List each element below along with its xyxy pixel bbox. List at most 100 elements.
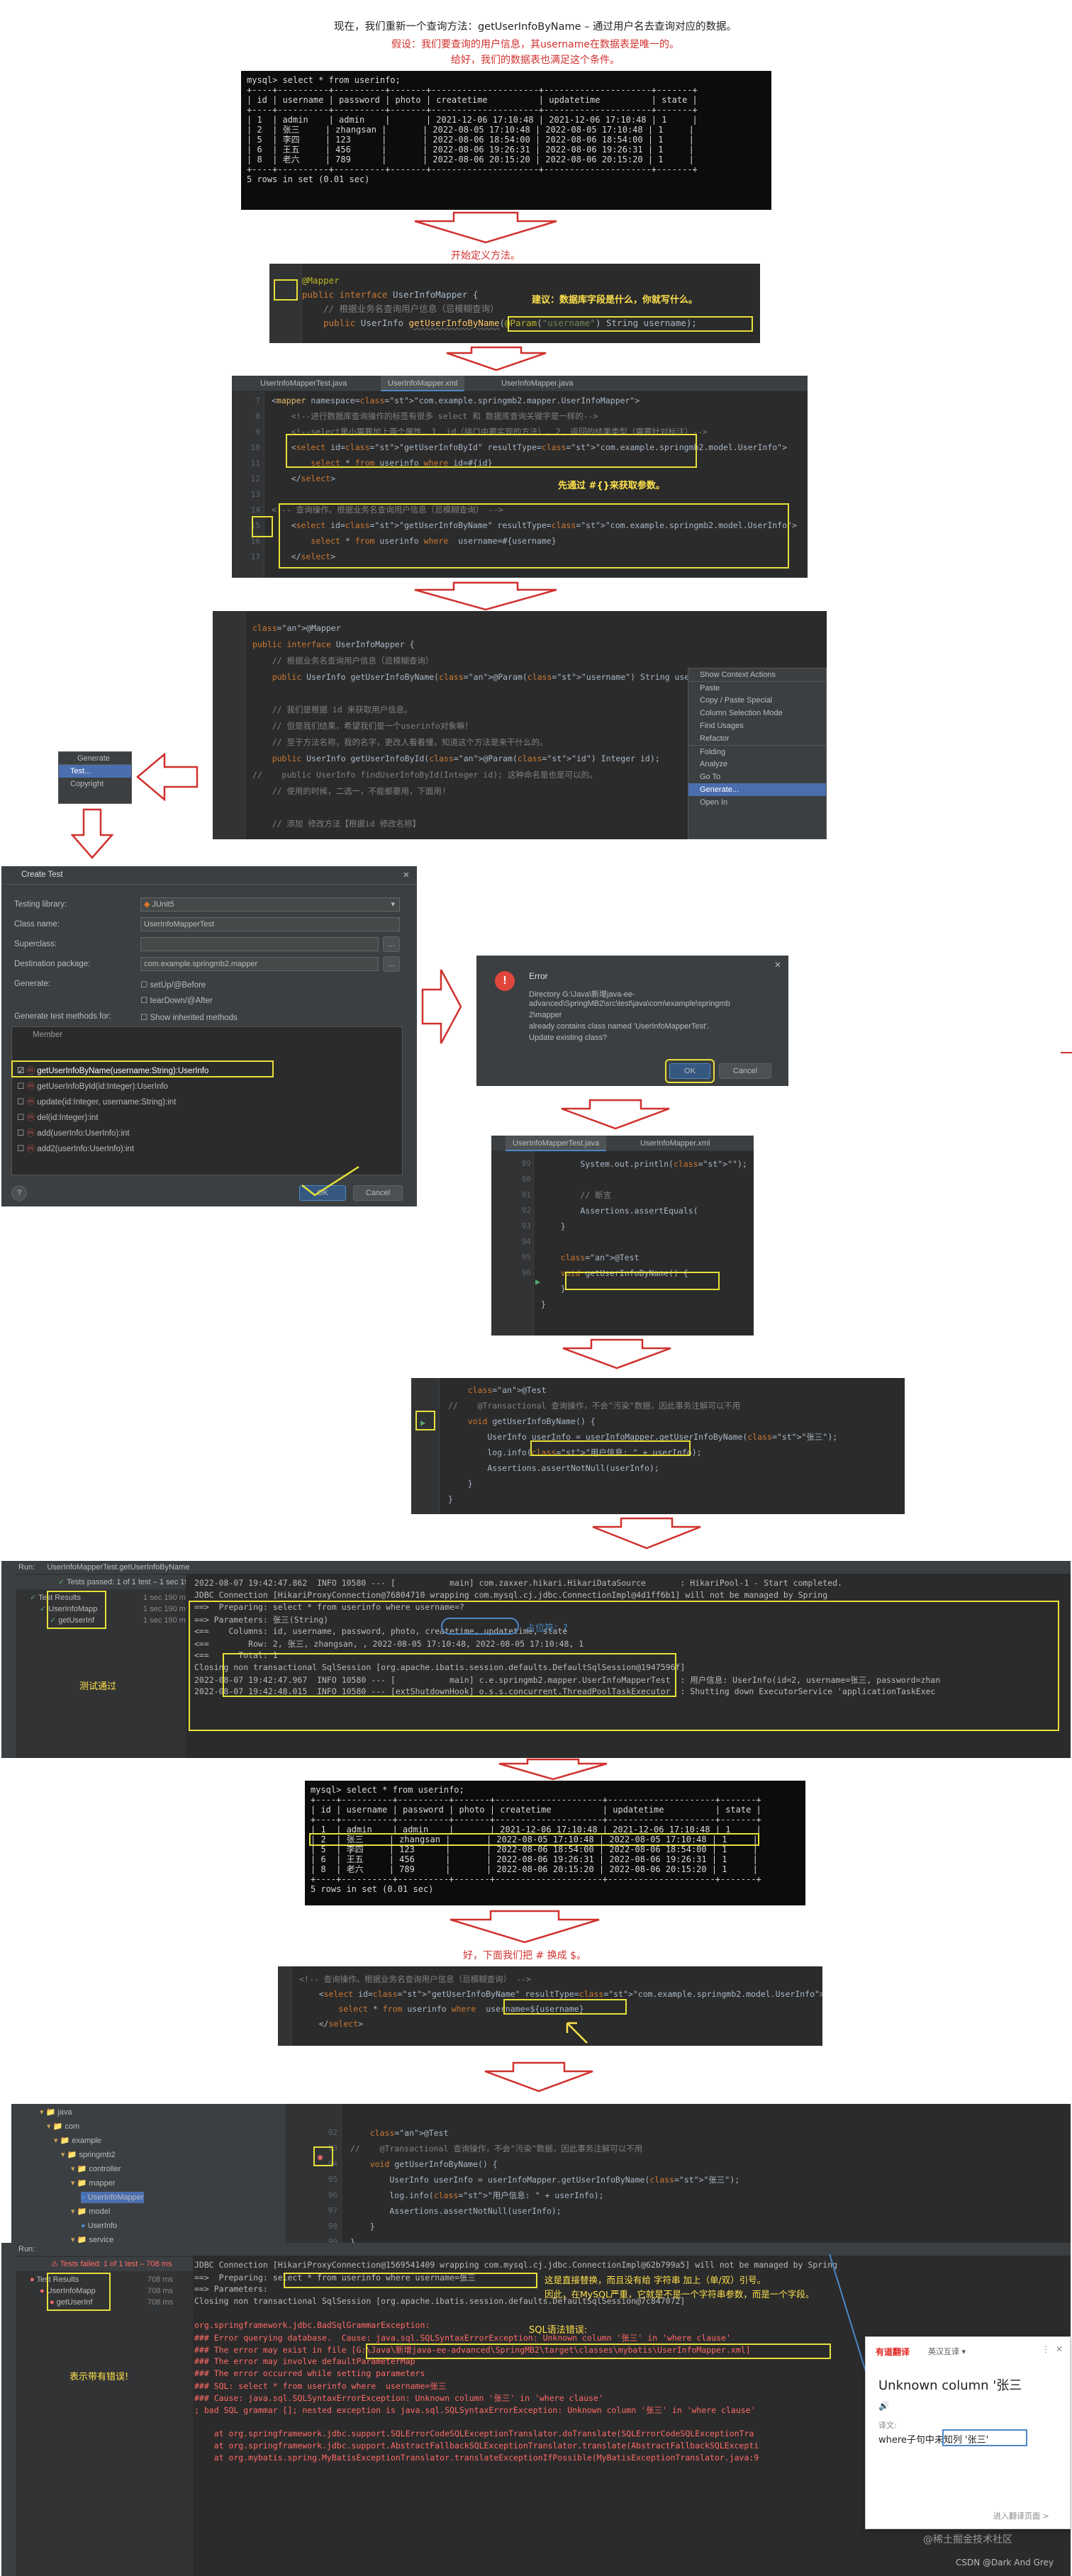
project-tree-item[interactable]: ▾ 📁 service	[71, 2236, 114, 2244]
log-line: org.springframework.jdbc.BadSqlGrammarEx…	[194, 2320, 430, 2330]
run-panel-1: Run: UserInfoMapperTest.getUserInfoByNam…	[1, 1561, 1071, 1758]
project-tree-item[interactable]: ▾ 📁 com	[47, 2122, 80, 2131]
method-checkbox-item[interactable]: ☐ ⓜ update(id:Integer, username:String):…	[17, 1098, 177, 1107]
tab-mapper-java[interactable]: UserInfoMapper.java	[501, 379, 574, 388]
table-line: mysql> select * from userinfo;	[311, 1785, 464, 1795]
edge-mark	[1061, 1052, 1072, 1053]
context-menu-item[interactable]: Paste	[688, 681, 826, 694]
close-icon[interactable]: ✕	[774, 961, 781, 970]
project-tree-item[interactable]: ▾ 📁 mapper	[71, 2179, 116, 2188]
folder-icon: ▾ 📁	[71, 2207, 89, 2216]
superclass-input[interactable]	[140, 937, 379, 951]
log-line: 2022-08-07 19:42:47.862 INFO 10580 --- […	[194, 1578, 842, 1588]
step2-caption: 好，下面我们把 # 换成 $。	[463, 1950, 586, 1961]
line-number: 12	[250, 474, 260, 483]
tab-mapper-xml[interactable]: UserInfoMapper.xml	[640, 1139, 710, 1148]
intro-line1: 现在，我们重新一个查询方法：getUserInfoByName – 通过用户名去…	[333, 21, 737, 33]
close-icon[interactable]: ✕	[403, 871, 410, 880]
code-line: System.out.println(class="st">"");	[541, 1159, 747, 1169]
code-line: </select>	[299, 2019, 364, 2029]
assert-highlight	[530, 1440, 691, 1456]
line-number: 97	[328, 2206, 337, 2215]
inherited-checkbox[interactable]: ☐ Show inherited methods	[140, 1014, 238, 1022]
help-button[interactable]: ?	[11, 1185, 27, 1201]
generate-menu: Generate Test... Copyright	[58, 751, 132, 804]
method-checkbox-item[interactable]: ☐ ⓜ add2(userInfo:UserInfo):int	[17, 1145, 135, 1153]
tab-mapper-xml[interactable]: UserInfoMapper.xml	[381, 376, 465, 391]
teardown-checkbox[interactable]: ☐ tearDown/@After	[140, 997, 213, 1005]
context-menu-item[interactable]: Find Usages	[700, 722, 744, 730]
menu-item-test[interactable]: Test...	[59, 765, 131, 778]
destination-package-input[interactable]: com.example.springmb2.mapper	[140, 957, 379, 971]
ok-button[interactable]: OK	[669, 1063, 710, 1079]
watermark-csdn: CSDN @Dark And Grey	[956, 2558, 1054, 2567]
log-line: JDBC Connection [HikariProxyConnection@7…	[194, 1590, 828, 1600]
project-tree-item[interactable]: ▾ 📁 java	[40, 2108, 72, 2117]
folder-icon: ▾ 📁	[47, 2122, 65, 2131]
log-line: 2022-08-07 19:42:47.967 INFO 10580 --- […	[194, 1675, 941, 1685]
context-menu-item[interactable]: Refactor	[700, 734, 730, 743]
test-results-node[interactable]: ✓ Test Results	[30, 1594, 81, 1602]
cancel-button[interactable]: Cancel	[719, 1063, 771, 1079]
line-number: 92	[521, 1206, 531, 1215]
run-tab[interactable]: UserInfoMapperTest.getUserInfoByName	[47, 1563, 190, 1572]
new-select-highlight	[279, 503, 789, 569]
context-menu-item[interactable]: Generate...	[688, 783, 826, 796]
test-tree: ⚠ Tests failed: 1 of 1 test – 708 ms ● T…	[16, 2256, 193, 2576]
code-line: </select>	[272, 474, 336, 483]
context-menu-item[interactable]: Go To	[700, 773, 721, 781]
tab-mapper-test[interactable]: UserInfoMapperTest.java	[506, 1136, 607, 1151]
code-line: }	[448, 1494, 453, 1504]
project-tree-item[interactable]: ▾ 📁 example	[54, 2137, 101, 2145]
testing-library-select[interactable]: ◆ JUnit5▾	[140, 897, 400, 912]
translate-result: where子句中未知列 '张三'	[878, 2435, 989, 2446]
code-line: log.info(class="st">"用户信息: " + userInfo)…	[350, 2190, 604, 2200]
translate-lang-select[interactable]: 英汉互译 ▾	[928, 2347, 966, 2356]
speaker-icon[interactable]: 🔊	[878, 2401, 889, 2411]
package-browse-button[interactable]: …	[383, 956, 400, 972]
run-gutter-icon[interactable]: ▶	[535, 1277, 541, 1287]
context-menu-item[interactable]: Copy / Paste Special	[700, 696, 773, 705]
context-menu-item[interactable]: Open In	[700, 798, 728, 807]
method-checkbox-item[interactable]: ☐ ⓜ getUserInfoById(id:Integer):UserInfo	[17, 1082, 168, 1091]
translate-more-link[interactable]: 进入翻译页面 >	[993, 2511, 1049, 2521]
context-menu-item[interactable]: Show Context Actions	[700, 671, 776, 679]
method-checkbox-item[interactable]: ☐ ⓜ add(userInfo:UserInfo):int	[17, 1129, 130, 1138]
test-class-node[interactable]: ● UserInfoMapp	[40, 2287, 96, 2295]
project-tree-item[interactable]: ● UserInfoMapper	[81, 2192, 144, 2203]
superclass-browse-button[interactable]: …	[383, 936, 400, 952]
run-gutter-icon[interactable]: ◉	[318, 2152, 323, 2162]
cancel-button[interactable]: Cancel	[353, 1185, 403, 1201]
context-menu-item[interactable]: Column Selection Mode	[700, 709, 783, 717]
line-number: 93	[521, 1221, 531, 1231]
run-gutter-icon[interactable]: ▶	[420, 1418, 426, 1428]
context-menu-item[interactable]: Folding	[688, 745, 826, 758]
table-line: | id | username | password | photo | cre…	[311, 1805, 761, 1815]
test-status: Tests passed: 1 of 1 test – 1 sec 190 ms	[67, 1578, 186, 1586]
ok-button[interactable]: OK	[299, 1185, 346, 1201]
class-name-input[interactable]: UserInfoMapperTest	[140, 917, 400, 931]
tab-mapper-test[interactable]: UserInfoMapperTest.java	[260, 379, 347, 388]
test-method-node[interactable]: ● getUserInf	[50, 2298, 93, 2307]
test-class-node[interactable]: ✓ UserInfoMapp	[40, 1605, 98, 1613]
project-tree-item[interactable]: ● UserInfo	[81, 2222, 118, 2230]
code-line: Assertions.assertEquals(	[541, 1206, 698, 1216]
label-generate: Generate:	[14, 980, 51, 988]
more-icon[interactable]: ⋮	[1042, 2344, 1050, 2354]
method-checkbox-item[interactable]: ☐ ⓜ del(id:Integer):int	[17, 1114, 99, 1122]
line-number: 17	[250, 552, 260, 561]
method-checkbox-item[interactable]: ☑ ⓜ getUserInfoByName(username:String):U…	[17, 1067, 209, 1075]
line-number: 11	[250, 459, 260, 468]
project-tree-item[interactable]: ▾ 📁 model	[71, 2207, 111, 2216]
down-arrow-icon	[446, 346, 547, 371]
menu-item-copyright[interactable]: Copyright	[70, 780, 104, 788]
context-menu-item[interactable]: Analyze	[700, 760, 728, 768]
close-icon[interactable]: ✕	[1056, 2344, 1063, 2354]
test-method-node[interactable]: ✓ getUserInf	[50, 1616, 95, 1625]
code-line: UserInfo userInfo = userInfoMapper.getUs…	[448, 1432, 838, 1442]
project-tree-item[interactable]: ▾ 📁 controller	[71, 2165, 121, 2173]
table-row: | 6 | 王五 | 456 | | 2022-08-06 19:26:31 |…	[311, 1854, 758, 1864]
project-tree-item[interactable]: ▾ 📁 springmb2	[61, 2151, 116, 2159]
setup-checkbox[interactable]: ☐ setUp/@Before	[140, 981, 206, 990]
